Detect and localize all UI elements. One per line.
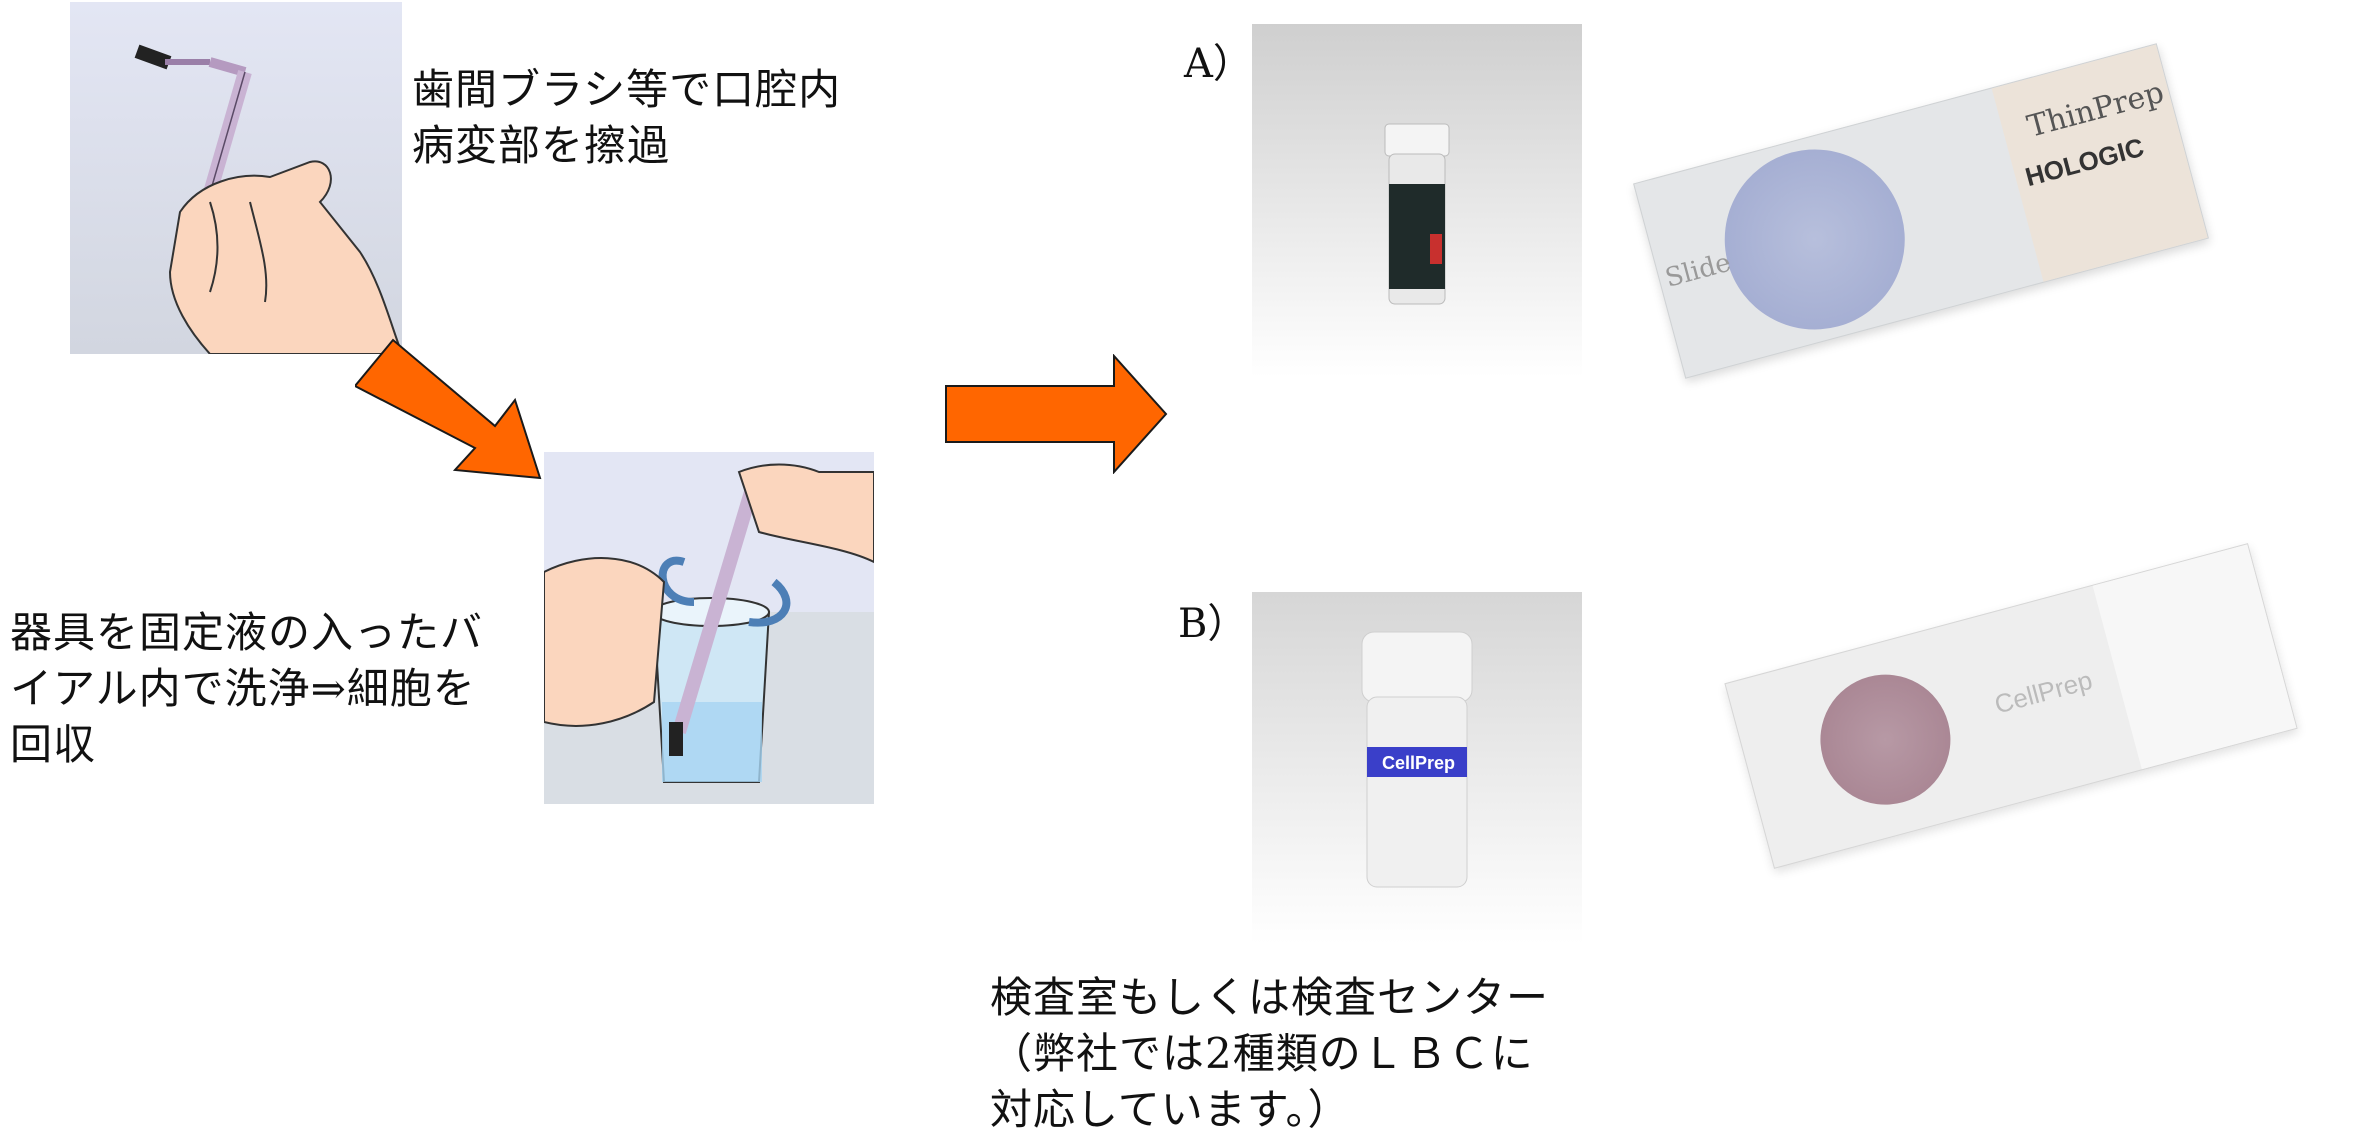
thinprep-vial-photo xyxy=(1252,24,1582,378)
option-a-label: A） xyxy=(1184,41,1253,87)
brush-illustration xyxy=(70,2,402,354)
right-arrow-icon xyxy=(945,354,1168,474)
cellprep-vial-photo: CellPrep xyxy=(1252,592,1582,944)
brush-in-hand-icon xyxy=(70,2,402,354)
thinprep-slide: Slide HOLOGIC ThinPrep xyxy=(1633,43,2209,379)
step2-description: 器具を固定液の入ったバ イアル内で洗浄⇒細胞を 回収 xyxy=(10,608,484,769)
cellprep-vial-text: CellPrep xyxy=(1382,753,1455,773)
lab-description: 検査室もしくは検査センター （弊社では2種類のＬＢＣに 対応しています。） xyxy=(990,973,1550,1134)
cellprep-sample-circle xyxy=(1805,660,1966,820)
slide-text: Slide xyxy=(1662,247,1735,294)
cellprep-slide: CellPrep xyxy=(1724,543,2298,869)
thinprep-vial-icon xyxy=(1384,123,1450,305)
cellprep-slide-brand: CellPrep xyxy=(1991,664,2096,720)
vial-washing-illustration xyxy=(544,452,874,804)
slide-sample-circle xyxy=(1704,129,1925,350)
step1-description: 歯間ブラシ等で口腔内 病変部を擦過 xyxy=(412,65,842,170)
diagonal-arrow-icon xyxy=(355,338,542,480)
cellprep-label-area xyxy=(2092,544,2297,770)
vial-wash-icon xyxy=(544,452,874,804)
option-b-label: B） xyxy=(1178,601,1248,647)
cellprep-vial-icon: CellPrep xyxy=(1361,631,1473,888)
